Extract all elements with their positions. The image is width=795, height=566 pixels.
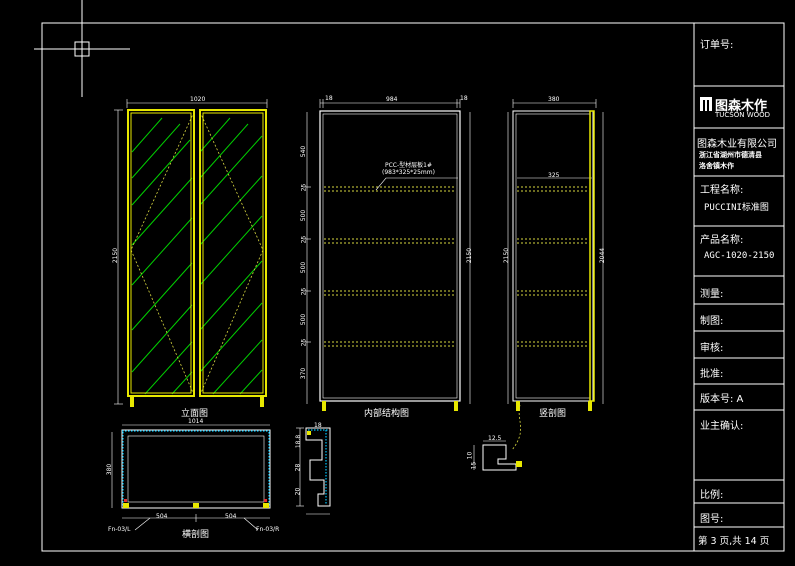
logo-icon [700,97,712,111]
order-number-label: 订单号: [700,40,734,51]
internal-view [303,99,471,411]
cross-section-view [111,424,271,531]
section-view-label: 竖剖图 [539,409,567,419]
title-block-rows [694,85,784,528]
sec-height-dim: 2150 [503,247,511,264]
crosshair-cursor [34,0,130,97]
cross-right-dim: 504 [225,513,237,520]
detail-dim-e: 20 [294,487,302,496]
version-label: 版本号: A [700,394,744,405]
profile-detail-right [473,404,522,471]
page-number: 第 3 页,共 14 页 [698,536,770,547]
int-seg-dim-8: 25 [300,338,308,347]
scale-label: 比例: [700,490,724,501]
int-seg-dim-2: 25 [300,183,308,192]
int-seg-dim-3: 500 [300,209,308,222]
int-seg-dim-9: 370 [300,367,308,380]
int-height-dim: 2150 [466,247,474,264]
sec-height2-dim: 2044 [599,247,607,264]
detail-dim-a: 18.8 [295,434,303,449]
owner-confirm-label: 业主确认: [700,421,744,432]
reviewer-label: 审核: [700,343,724,354]
sec-shelf-dim: 325 [548,172,560,179]
detail-dim-d: 18 [314,422,322,429]
int-seg-dim-1: 540 [300,145,308,158]
int-seg-dim-6: 25 [300,287,308,296]
drawing-number-label: 图号: [700,514,724,525]
company-address-1: 浙江省湖州市德清县 [699,151,762,159]
cross-depth-dim: 380 [106,463,114,476]
elevation-view [114,99,268,407]
project-name-value: PUCCINI标准图 [704,203,769,213]
company-name: 图森木业有限公司 [697,139,777,150]
shelf-note-line1: PCC-型材层板1# [385,162,433,169]
int-seg-dim-5: 500 [300,261,308,274]
internal-view-label: 内部结构图 [364,409,410,419]
logo-text-en: TUCSON WOOD [715,111,771,119]
int-left-dim: 18 [325,95,333,102]
elevation-view-label: 立面图 [181,409,209,419]
logo-text-cn: 图森木作 [715,99,768,114]
sec-width-dim: 380 [548,96,560,103]
detail-dim-f: 12.5 [488,435,502,442]
cross-width-dim: 1014 [188,418,204,425]
project-name-label: 工程名称: [700,185,744,196]
fitting-label-left: Fn-03/L [108,526,131,533]
drawing-border [41,22,785,552]
title-block-frame [693,22,785,552]
detail-dim-g: 10 [466,451,474,460]
section-view [507,99,604,411]
cross-left-dim: 504 [156,513,168,520]
int-seg-dim-4: 25 [300,235,308,244]
shelf-note-line2: (983*325*25mm) [382,169,435,176]
int-width-dim: 984 [386,96,398,103]
drafter-label: 制图: [700,316,724,327]
int-seg-dim-7: 500 [300,313,308,326]
product-name-value: AGC-1020-2150 [704,251,775,261]
approver-label: 批准: [700,369,724,380]
cross-section-view-label: 横剖图 [182,530,210,540]
measure-label: 测量: [700,289,724,300]
company-address-2: 洛舍镇木作 [699,162,734,170]
product-name-label: 产品名称: [700,235,744,246]
int-right-dim: 18 [460,95,468,102]
profile-detail-left [296,427,331,515]
elev-height-dim: 2150 [112,247,120,264]
detail-dim-b: 15 [470,461,478,470]
fitting-label-right: Fn-03/R [256,526,280,533]
elev-width-dim: 1020 [190,96,206,103]
detail-dim-c: 28 [294,463,302,472]
